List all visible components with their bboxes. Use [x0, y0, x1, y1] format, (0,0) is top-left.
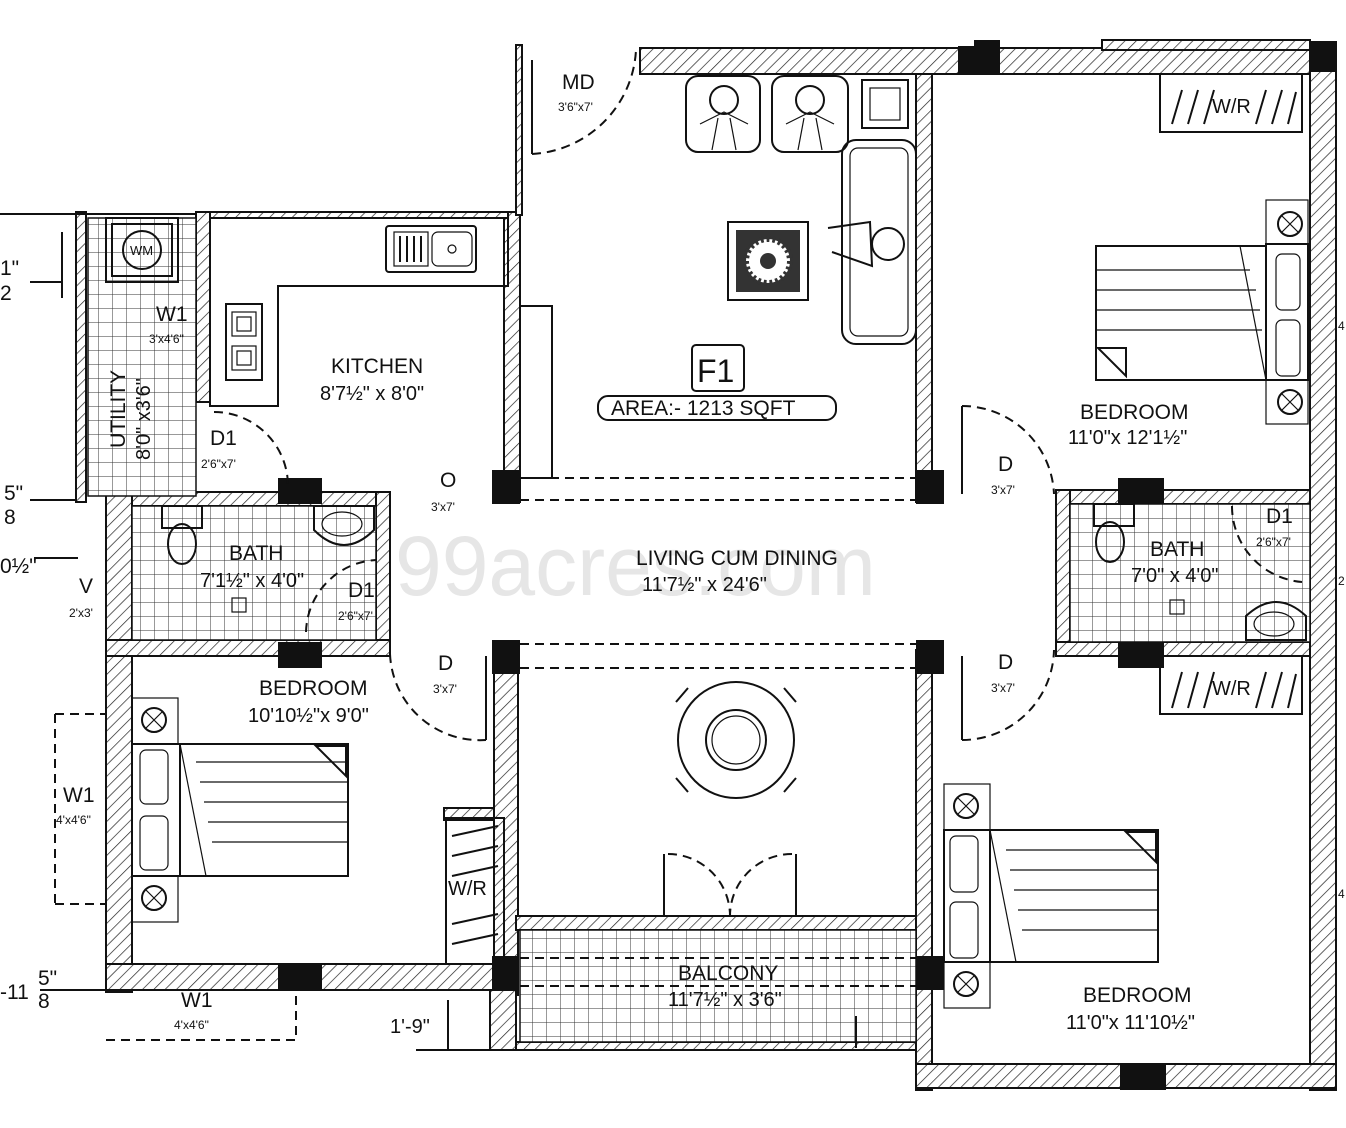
d-bed-bottom-right-size: 3'x7': [991, 681, 1015, 695]
dining-table-icon: [675, 681, 797, 799]
svg-text:WM: WM: [130, 243, 153, 258]
d1-kitchen-code: D1: [210, 427, 237, 450]
wardrobe-labels: W/R W/R W/R: [448, 96, 1251, 900]
bath-right-name: BATH: [1150, 538, 1204, 561]
washbasin-icon: [231, 505, 1307, 641]
d-bed-top-right-size: 3'x7': [991, 483, 1015, 497]
d1-bath-right-size: 2'6"x7': [1256, 535, 1291, 549]
wardrobe-left-label: W/R: [448, 878, 487, 900]
svg-text:4: 4: [1338, 887, 1345, 901]
living-size: 11'7½" x 24'6": [642, 574, 767, 596]
svg-text:8: 8: [38, 990, 50, 1013]
d-bed-bottom-right-code: D: [998, 651, 1013, 674]
flat-id-badge: F1 AREA:- 1213 SQFT: [597, 344, 837, 421]
d1-bath-left-code: D1: [348, 579, 375, 602]
utility-name: UTILITY: [107, 370, 130, 448]
svg-text:2: 2: [0, 282, 12, 305]
w1-bottom-size: 4'x4'6": [174, 1018, 209, 1032]
bedroom-bottom-right-size: 11'0"x 11'10½": [1066, 1012, 1195, 1034]
w1-utility-size: 3'x4'6": [149, 332, 184, 346]
bath-right-size: 7'0" x 4'0": [1131, 565, 1218, 587]
d1-kitchen-size: 2'6"x7': [201, 457, 236, 471]
wardrobe-right-label: W/R: [1212, 678, 1251, 700]
bed-icon: [131, 199, 1309, 1009]
sink-icon: [393, 231, 473, 267]
d1-bath-right-code: D1: [1266, 505, 1293, 528]
balcony-name: BALCONY: [678, 962, 778, 985]
area-label: AREA:- 1213 SQFT: [611, 397, 796, 420]
svg-text:5": 5": [4, 482, 23, 505]
svg-text:5": 5": [38, 967, 57, 990]
bath-left-size: 7'1½" x 4'0": [200, 570, 304, 592]
o-size: 3'x7': [431, 500, 455, 514]
opening-labels: MD 3'6"x7' O 3'x7' D1 2'6"x7' D1 2'6"x7'…: [56, 71, 1293, 1032]
v-size: 2'x3': [69, 606, 93, 620]
bedroom-top-right-size: 11'0"x 12'1½": [1068, 427, 1187, 449]
svg-text:0½": 0½": [0, 555, 37, 578]
sofa-icon: [685, 75, 917, 345]
beam-lines: [54, 477, 916, 1041]
svg-text:4: 4: [1338, 319, 1345, 333]
w1-utility-code: W1: [156, 303, 188, 326]
kitchen-size: 8'7½" x 8'0": [320, 383, 424, 405]
d-bed-left-code: D: [438, 652, 453, 675]
w1-left-code: W1: [63, 784, 95, 807]
toilet-icon: [161, 503, 1135, 565]
rug-icon: [727, 221, 809, 301]
watermark: 99acres.com: [395, 519, 876, 613]
wardrobe-icon: [445, 73, 1303, 965]
wardrobe-top-label: W/R: [1212, 96, 1251, 118]
bath-left-name: BATH: [229, 542, 283, 565]
d-bed-top-right-code: D: [998, 453, 1013, 476]
svg-text:-11: -11: [0, 981, 29, 1004]
bedroom-left-size: 10'10½"x 9'0": [248, 705, 369, 727]
d-bed-left-size: 3'x7': [433, 682, 457, 696]
w1-left-size: 4'x4'6": [56, 813, 91, 827]
md-code: MD: [562, 71, 595, 94]
w1-bottom-code: W1: [181, 989, 213, 1012]
flat-id: F1: [697, 353, 734, 389]
svg-text:1": 1": [0, 257, 19, 280]
v-code: V: [79, 575, 93, 598]
columns: [278, 40, 1336, 1090]
svg-text:8: 8: [4, 506, 16, 529]
washing-machine-icon: WM: [105, 217, 179, 283]
o-code: O: [440, 469, 456, 492]
dimension-lines: [0, 213, 857, 1051]
bedroom-bottom-right-name: BEDROOM: [1083, 984, 1192, 1007]
kitchen-name: KITCHEN: [331, 355, 423, 378]
bedroom-top-right-name: BEDROOM: [1080, 401, 1189, 424]
utility-size: 8'0" x3'6": [133, 378, 155, 460]
edge-fragments: 1" 2 5" 8 0½" -11 5" 8 2 4 4: [0, 257, 1345, 1013]
md-size: 3'6"x7': [558, 100, 593, 114]
balcony-size: 11'7½" x 3'6": [668, 989, 782, 1011]
stove-icon: [225, 303, 263, 381]
balcony-offset-dimension: 1'-9": [390, 1016, 430, 1038]
kitchen-counter: [209, 217, 509, 407]
room-labels: KITCHEN 8'7½" x 8'0" UTILITY 8'0" x3'6" …: [107, 355, 1218, 1034]
svg-text:2: 2: [1338, 574, 1345, 588]
bedroom-left-name: BEDROOM: [259, 677, 368, 700]
d1-bath-left-size: 2'6"x7': [338, 609, 373, 623]
door-swings: [213, 49, 1303, 917]
living-name: LIVING CUM DINING: [636, 547, 838, 570]
